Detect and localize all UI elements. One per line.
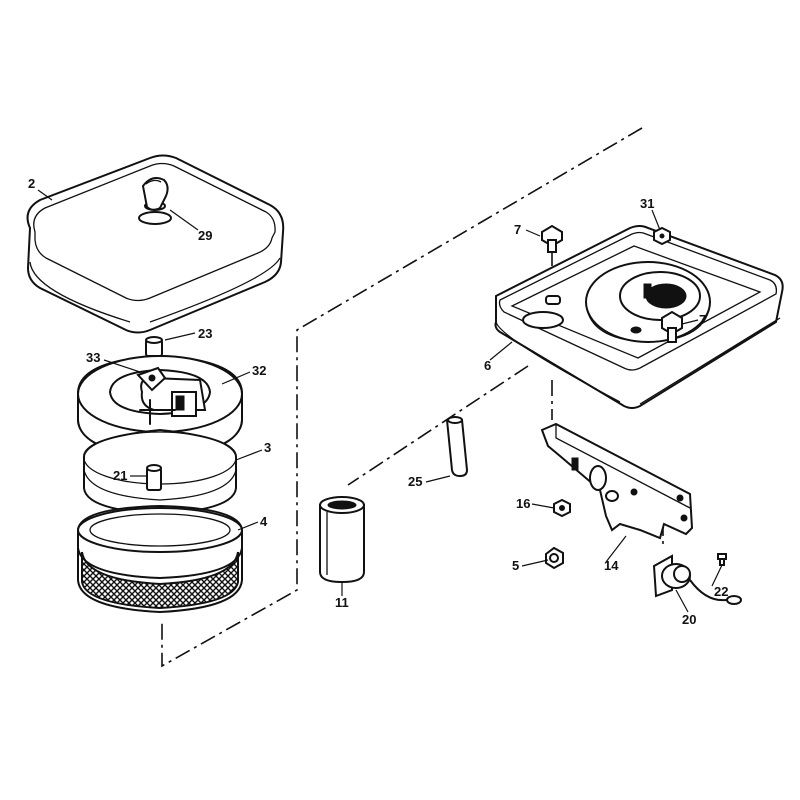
callout-labels: 2 29 23 33 32 3 21 4 11 25 7 31 7 6 16 1… — [28, 176, 728, 627]
spacer-23 — [145, 336, 163, 357]
callout-29: 29 — [198, 228, 212, 243]
wing-fastener-33 — [136, 366, 167, 392]
callout-31: 31 — [640, 196, 654, 211]
nut-5 — [545, 546, 564, 570]
callout-20: 20 — [682, 612, 696, 627]
callout-21: 21 — [113, 468, 127, 483]
callout-22: 22 — [714, 584, 728, 599]
callout-33: 33 — [86, 350, 100, 365]
base-plate — [494, 225, 784, 409]
callout-7-left: 7 — [514, 222, 521, 237]
callout-3: 3 — [264, 440, 271, 455]
wing-nut-knob — [138, 177, 172, 225]
callout-32: 32 — [252, 363, 266, 378]
callout-11: 11 — [335, 595, 349, 610]
hose-11 — [319, 496, 365, 584]
air-cleaner-cover — [26, 154, 285, 334]
filter-element — [77, 504, 243, 614]
base-ring — [77, 354, 243, 459]
bolt-7-right — [661, 310, 683, 343]
callout-14: 14 — [604, 558, 619, 573]
bolt-7-left — [541, 224, 563, 253]
switch-20 — [652, 554, 691, 598]
leader-lines — [37, 189, 723, 613]
bolt-31 — [653, 226, 671, 246]
bracket-14 — [540, 422, 694, 540]
callout-16: 16 — [516, 496, 530, 511]
callout-4: 4 — [260, 514, 268, 529]
callout-2: 2 — [28, 176, 35, 191]
screw-22 — [717, 553, 727, 566]
callout-6: 6 — [484, 358, 491, 373]
stud-21 — [146, 464, 162, 491]
callout-23: 23 — [198, 326, 212, 341]
tube-25 — [445, 416, 469, 478]
nut-16 — [553, 498, 571, 518]
callout-25: 25 — [408, 474, 422, 489]
callout-5: 5 — [512, 558, 519, 573]
callout-7-right: 7 — [699, 312, 706, 327]
wire-lead-22 — [689, 579, 742, 605]
